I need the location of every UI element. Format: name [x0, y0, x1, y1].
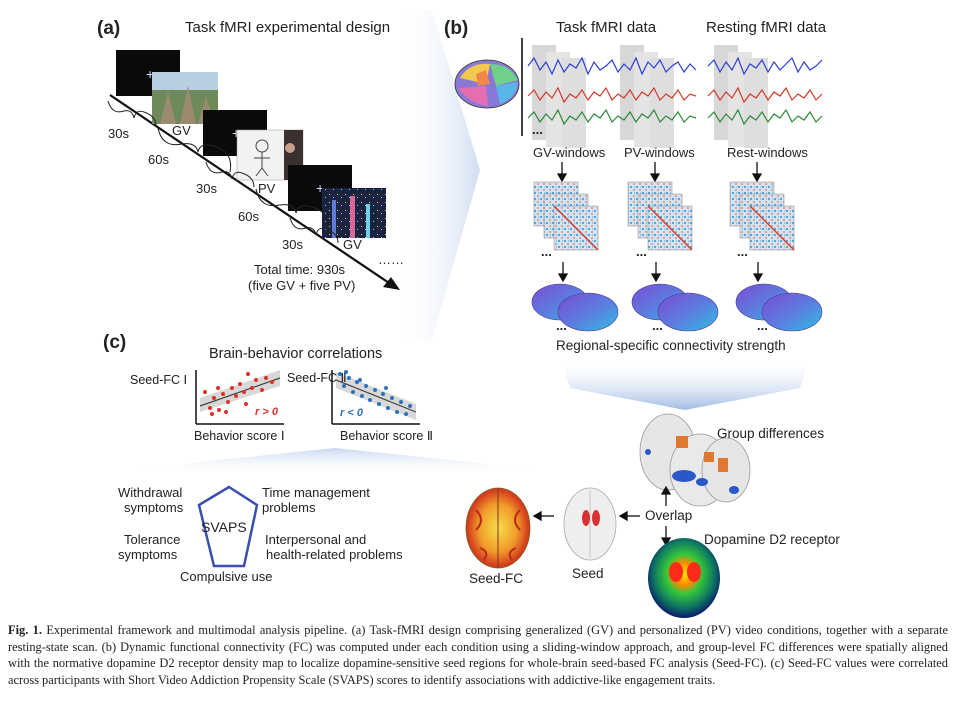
plot2-stat: r < 0	[340, 407, 364, 419]
brace-5	[289, 217, 339, 244]
figure-caption: Fig. 1. Experimental framework and multi…	[8, 622, 948, 688]
interpersonal-line2: health-related problems	[266, 547, 403, 562]
svaps-label: SVAPS	[201, 519, 247, 535]
gv-brain-ellipsis: ...	[556, 318, 567, 333]
caption-fig-label: Fig. 1.	[8, 623, 42, 637]
compulsive-label: Compulsive use	[180, 569, 273, 584]
panel-c-title: Brain-behavior correlations	[209, 346, 382, 362]
rest-sliding-windows	[714, 45, 768, 148]
gv-connectivity-brains	[531, 283, 619, 332]
pv-windows-label: PV-windows	[624, 145, 695, 160]
scatter-plot-positive	[195, 370, 284, 425]
rest-brain-ellipsis: ...	[757, 318, 768, 333]
interpersonal-line1: Interpersonal and	[265, 532, 366, 547]
plot2-ylabel: Seed-FC Ⅱ	[287, 371, 347, 385]
rest-timeseries-red	[707, 86, 823, 104]
pv-connectivity-brains	[631, 283, 719, 332]
total-breakdown: (five GV + five PV)	[248, 278, 355, 293]
duration-1: 30s	[108, 126, 129, 141]
plot1-stat: r > 0	[255, 406, 279, 418]
timeline-axis	[109, 94, 393, 286]
tolerance-line1: Tolerance	[124, 532, 180, 547]
rest-windows-label: Rest-windows	[727, 145, 808, 160]
parcellated-brain	[454, 59, 520, 109]
frame-gv-clip-2	[322, 188, 386, 238]
tolerance-line2: symptoms	[118, 547, 178, 562]
group-difference-brains	[639, 413, 751, 507]
frame-gv-clip-1	[152, 72, 218, 124]
svg-text:+: +	[146, 66, 154, 82]
figure-canvas: (a) Task fMRI experimental design + + +	[97, 10, 840, 618]
flow-arrow-up	[120, 448, 560, 475]
overlap-to-seed-arrow	[618, 510, 640, 522]
rest-fc-matrices	[729, 181, 795, 251]
brace-3	[205, 161, 255, 188]
duration-5: 30s	[282, 237, 303, 252]
seed-brain	[563, 487, 617, 561]
rest-timeseries-green	[707, 108, 823, 126]
plot1-ylabel: Seed-FC Ⅰ	[130, 373, 187, 387]
brace-4	[255, 188, 330, 234]
gv-fc-matrices	[533, 181, 599, 251]
task-timeseries-red	[527, 86, 697, 104]
seed-label: Seed	[572, 566, 604, 581]
plot2-xlabel: Behavior score Ⅱ	[340, 429, 433, 443]
group-differences-label: Group differences	[717, 426, 824, 441]
time-mgmt-line2: problems	[262, 500, 316, 515]
clip-label-gv-1: GV	[172, 123, 191, 138]
task-fmri-title: Task fMRI data	[556, 19, 657, 36]
pv-matrix-ellipsis: ...	[636, 244, 647, 259]
gv-windows-label: GV-windows	[533, 145, 606, 160]
flow-arrow-down	[560, 358, 810, 410]
total-time: Total time: 930s	[254, 262, 346, 277]
rest-connectivity-brains	[735, 283, 823, 332]
rest-fmri-title: Resting fMRI data	[706, 19, 827, 36]
timeline-arrowhead	[383, 277, 400, 290]
withdrawal-line1: Withdrawal	[118, 485, 182, 500]
caption-text: Experimental framework and multimodal an…	[8, 623, 948, 687]
seed-fc-brain	[465, 487, 531, 569]
seed-to-fc-arrow	[532, 510, 554, 522]
windows-to-matrix-arrows	[556, 162, 763, 183]
withdrawal-line2: symptoms	[124, 500, 184, 515]
gv-matrix-ellipsis: ...	[541, 244, 552, 259]
flow-arrow-right	[400, 10, 480, 340]
duration-4: 60s	[238, 209, 259, 224]
scatter-plot-negative	[331, 370, 420, 425]
overlap-label: Overlap	[645, 508, 692, 523]
brace-1	[107, 100, 157, 127]
d2-label: Dopamine D2 receptor	[704, 532, 840, 547]
svg-text:+: +	[316, 180, 324, 196]
duration-2: 60s	[148, 152, 169, 167]
rest-timeseries-blue	[707, 56, 823, 76]
clip-label-gv-2: GV	[343, 237, 362, 252]
panel-a-label: (a)	[97, 18, 120, 39]
overlap-arrows	[660, 485, 672, 547]
rest-matrix-ellipsis: ...	[737, 244, 748, 259]
clip-label-pv: PV	[258, 181, 276, 196]
svg-text:+: +	[232, 125, 240, 141]
panel-c-label: (c)	[103, 332, 126, 353]
pv-fc-matrices	[627, 181, 693, 251]
plot1-xlabel: Behavior score Ⅰ	[194, 429, 285, 443]
task-timeseries-green	[527, 108, 697, 126]
dopamine-d2-map	[648, 538, 720, 618]
panel-b-label: (b)	[444, 18, 468, 39]
brace-2	[157, 127, 232, 173]
sequence-ellipsis: ……	[378, 252, 404, 267]
matrix-to-brain-arrows	[557, 262, 764, 283]
time-mgmt-line1: Time management	[262, 485, 370, 500]
seed-fc-label: Seed-FC	[469, 571, 523, 586]
pv-brain-ellipsis: ...	[652, 318, 663, 333]
duration-3: 30s	[196, 181, 217, 196]
task-timeseries-blue	[527, 56, 697, 76]
panel-a-title: Task fMRI experimental design	[185, 19, 390, 36]
svaps-pentagon	[197, 485, 259, 568]
timeseries-ellipsis: ...	[532, 122, 543, 137]
connectivity-footer: Regional-specific connectivity strength	[556, 338, 786, 353]
